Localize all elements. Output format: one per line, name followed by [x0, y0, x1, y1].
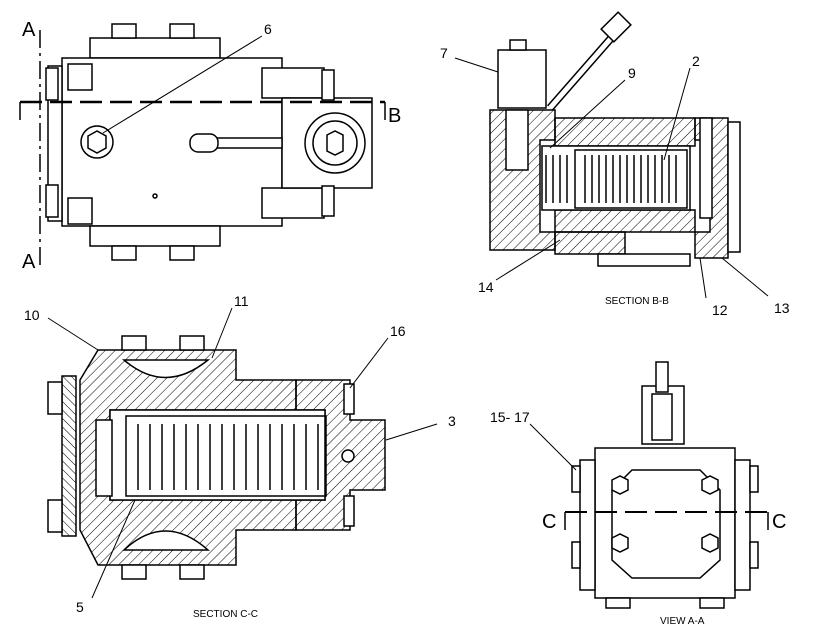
section-bb-view	[489, 11, 741, 267]
callout-3-leader	[385, 423, 438, 441]
callout-12: 12	[712, 302, 728, 318]
callout-7-leader	[454, 57, 499, 73]
caption-section-bb: SECTION B-B	[605, 296, 669, 307]
top-view	[45, 23, 373, 261]
callout-2: 2	[692, 53, 700, 69]
view-aa	[571, 361, 759, 609]
caption-view-aa: VIEW A-A	[660, 616, 705, 627]
section-c-left-label: C	[542, 511, 556, 533]
callout-5: 5	[76, 599, 84, 615]
section-a-top-label: A	[22, 19, 36, 41]
callout-6-leader	[102, 35, 263, 134]
callout-2-leader	[663, 67, 691, 161]
callout-7: 7	[440, 45, 448, 61]
section-cc-view	[47, 335, 386, 580]
callout-5-leader	[91, 499, 136, 599]
callout-10: 10	[24, 307, 40, 323]
section-cc-spring	[125, 415, 327, 497]
section-a-bottom-label: A	[22, 251, 36, 273]
callout-3: 3	[448, 413, 456, 429]
callout-11: 11	[234, 293, 249, 309]
callout-15-17-leader	[529, 423, 577, 471]
callout-11-leader	[211, 307, 233, 359]
callout-15-17: 15- 17	[490, 409, 530, 425]
callout-14-leader	[495, 239, 561, 281]
section-c-right-label: C	[772, 511, 786, 533]
callout-9-leader	[549, 79, 626, 149]
callout-9: 9	[628, 65, 636, 81]
callout-16: 16	[390, 323, 406, 339]
callout-12-leader	[699, 257, 707, 299]
section-b-label: B	[388, 105, 401, 127]
callout-10-leader	[47, 317, 99, 351]
caption-section-cc: SECTION C-C	[193, 609, 258, 620]
callout-16-leader	[349, 337, 389, 389]
callout-6: 6	[264, 21, 272, 37]
section-bb-spring	[545, 155, 677, 203]
callout-13: 13	[774, 300, 790, 316]
callout-13-leader	[721, 257, 769, 297]
callout-14: 14	[478, 279, 494, 295]
